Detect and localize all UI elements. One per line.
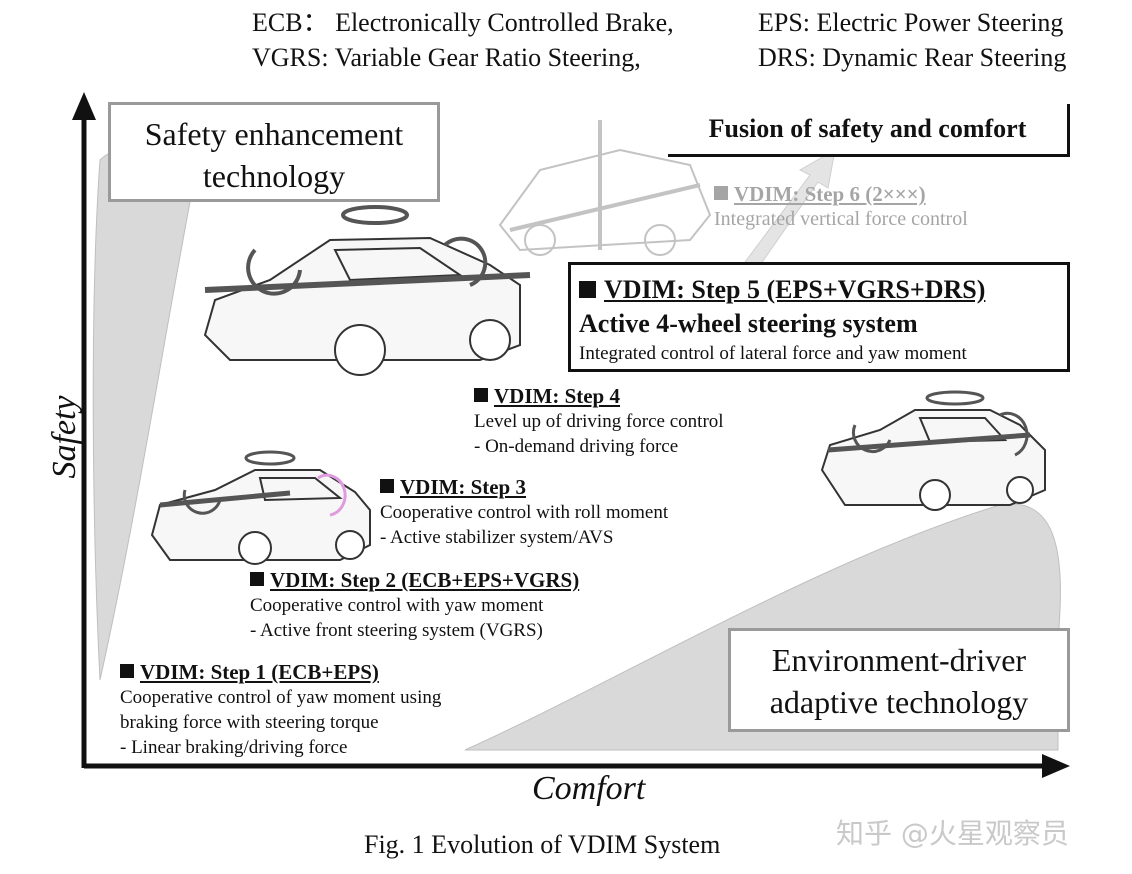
- step2-line2: - Active front steering system (VGRS): [250, 620, 543, 641]
- safety-enhancement-line1: Safety enhancement: [144, 116, 404, 152]
- step5-subtitle: Active 4-wheel steering system: [579, 309, 918, 338]
- step1-block: VDIM: Step 1 (ECB+EPS) Cooperative contr…: [120, 660, 441, 760]
- safety-region-shape: [92, 143, 201, 681]
- car-illustration-step3: [150, 450, 371, 565]
- step4-block: VDIM: Step 4 Level up of driving force c…: [474, 384, 724, 459]
- step3-title: VDIM: Step 3: [400, 475, 526, 499]
- x-axis-label: Comfort: [532, 770, 646, 807]
- watermark: 知乎 @火星观察员: [836, 817, 1069, 850]
- fusion-box: Fusion of safety and comfort: [668, 104, 1070, 157]
- bullet-square-icon: [474, 388, 488, 402]
- car-illustration-step5: [203, 205, 531, 376]
- bullet-square-icon: [250, 572, 264, 586]
- environment-adaptive-line1: Environment-driver: [771, 642, 1027, 678]
- bullet-square-icon: [579, 281, 596, 298]
- legend-drs: DRS: Dynamic Rear Steering: [758, 43, 1067, 72]
- y-axis-arrowhead: [72, 92, 96, 120]
- step2-block: VDIM: Step 2 (ECB+EPS+VGRS) Cooperative …: [250, 568, 579, 643]
- bullet-square-icon: [120, 664, 134, 678]
- evolution-arrow: [744, 149, 836, 269]
- step2-line1: Cooperative control with yaw moment: [250, 595, 544, 616]
- y-axis-label: Safety: [46, 395, 83, 479]
- step4-title: VDIM: Step 4: [494, 384, 620, 408]
- safety-enhancement-box: Safety enhancement technology: [108, 102, 440, 202]
- step1-line1: Cooperative control of yaw moment using: [120, 687, 442, 708]
- step3-line2: - Active stabilizer system/AVS: [380, 527, 614, 548]
- step2-title: VDIM: Step 2 (ECB+EPS+VGRS): [270, 568, 580, 592]
- step6-line1: Integrated vertical force control: [714, 208, 968, 230]
- step1-title: VDIM: Step 1 (ECB+EPS): [140, 660, 379, 684]
- step6-title: VDIM: Step 6 (2×××): [734, 182, 926, 206]
- step4-line2: - On-demand driving force: [474, 436, 679, 457]
- fusion-label: Fusion of safety and comfort: [708, 114, 1027, 143]
- step5-box: VDIM: Step 5 (EPS+VGRS+DRS) Active 4-whe…: [568, 262, 1070, 372]
- step1-line2: braking force with steering torque: [120, 712, 379, 733]
- bullet-square-icon: [714, 186, 728, 200]
- step3-block: VDIM: Step 3 Cooperative control with ro…: [380, 475, 668, 550]
- step6-block: VDIM: Step 6 (2×××) Integrated vertical …: [714, 182, 968, 232]
- figure-caption: Fig. 1 Evolution of VDIM System: [364, 830, 721, 859]
- step1-line3: - Linear braking/driving force: [120, 737, 348, 758]
- legend-eps: EPS: Electric Power Steering: [758, 8, 1064, 37]
- safety-enhancement-line2: technology: [202, 158, 346, 194]
- step4-line1: Level up of driving force control: [474, 411, 724, 432]
- step3-line1: Cooperative control with roll moment: [380, 502, 669, 523]
- environment-adaptive-box: Environment-driver adaptive technology: [728, 628, 1070, 732]
- car-illustration-step6: [498, 120, 712, 256]
- bullet-square-icon: [380, 479, 394, 493]
- step5-line1: Integrated control of lateral force and …: [579, 343, 967, 364]
- x-axis-arrowhead: [1042, 754, 1070, 778]
- legend-ecb: ECB： Electronically Controlled Brake,: [252, 8, 674, 37]
- environment-adaptive-line2: adaptive technology: [769, 684, 1029, 720]
- car-illustration-step4: [820, 390, 1046, 511]
- step5-title: VDIM: Step 5 (EPS+VGRS+DRS): [604, 275, 986, 304]
- legend-vgrs: VGRS: Variable Gear Ratio Steering,: [252, 43, 641, 72]
